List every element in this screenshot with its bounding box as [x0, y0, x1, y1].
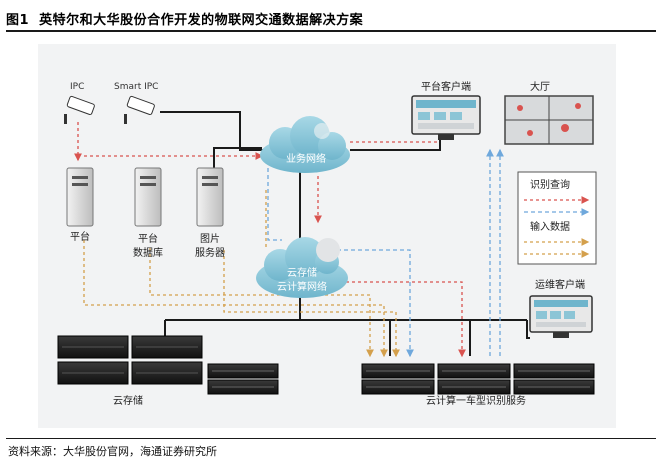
cloud-storage-label-1: 云存储 — [287, 266, 317, 279]
flow-query-compute — [330, 249, 414, 358]
link-image-server — [213, 147, 262, 168]
cloud-storage-cloud-icon — [256, 237, 348, 298]
cloud-storage-label-2: 云计算网络 — [277, 280, 327, 293]
smart-ipc-label: Smart IPC — [114, 82, 158, 92]
source-note: 资料来源：大华股份官网，海通证券研究所 — [8, 445, 217, 458]
platform-client-monitor-icon — [411, 95, 481, 140]
legend: 识别查询 输入数据 — [517, 171, 597, 265]
platform-db-server-icon — [134, 167, 162, 227]
ipc-camera-icon — [64, 95, 95, 124]
flow-image-to-compute — [223, 250, 400, 358]
top-rule — [6, 30, 656, 32]
ipc-label: IPC — [70, 82, 84, 92]
image-server-icon — [196, 167, 224, 227]
platform-server-icon — [66, 167, 94, 227]
flow-db-to-compute — [149, 248, 374, 358]
image-server-label-2: 服务器 — [195, 246, 225, 259]
figure-caption: 图1 英特尔和大华股份合作开发的物联网交通数据解决方案 — [6, 9, 363, 28]
cloud-compute-service-label: 云计算一车型识别服务 — [426, 394, 526, 407]
hall-video-wall-icon — [504, 95, 594, 145]
figure-label: 图1 — [6, 13, 30, 28]
image-server-label-1: 图片 — [200, 232, 220, 245]
ops-client-label: 运维客户端 — [535, 278, 585, 291]
ops-client-monitor-icon — [529, 295, 593, 338]
network-links — [160, 111, 530, 356]
cloud-compute-servers-icon — [207, 363, 595, 395]
hall-label: 大厅 — [530, 80, 550, 93]
smart-ipc-camera-icon — [124, 95, 155, 124]
platform-client-label: 平台客户端 — [421, 80, 471, 93]
platform-label: 平台 — [70, 230, 90, 243]
legend-input-label: 输入数据 — [530, 220, 570, 233]
flow-platform-to-compute — [83, 240, 388, 358]
platform-db-label-1: 平台 — [138, 232, 158, 245]
link-platform-client — [350, 137, 441, 151]
link-smart-ipc — [160, 111, 268, 151]
link-ops-client — [526, 320, 530, 339]
business-network-label: 业务网络 — [286, 152, 326, 165]
platform-db-label-2: 数据库 — [133, 246, 163, 259]
flow-to-compute — [340, 281, 466, 358]
flow-query-left — [267, 168, 282, 241]
cloud-storage-bottom-label: 云存储 — [113, 394, 143, 407]
bottom-rule — [6, 438, 656, 439]
figure-title: 英特尔和大华股份合作开发的物联网交通数据解决方案 — [39, 13, 364, 28]
cloud-storage-array-icon — [57, 335, 203, 385]
legend-query-label: 识别查询 — [530, 178, 570, 191]
business-network-cloud-icon — [260, 116, 350, 173]
